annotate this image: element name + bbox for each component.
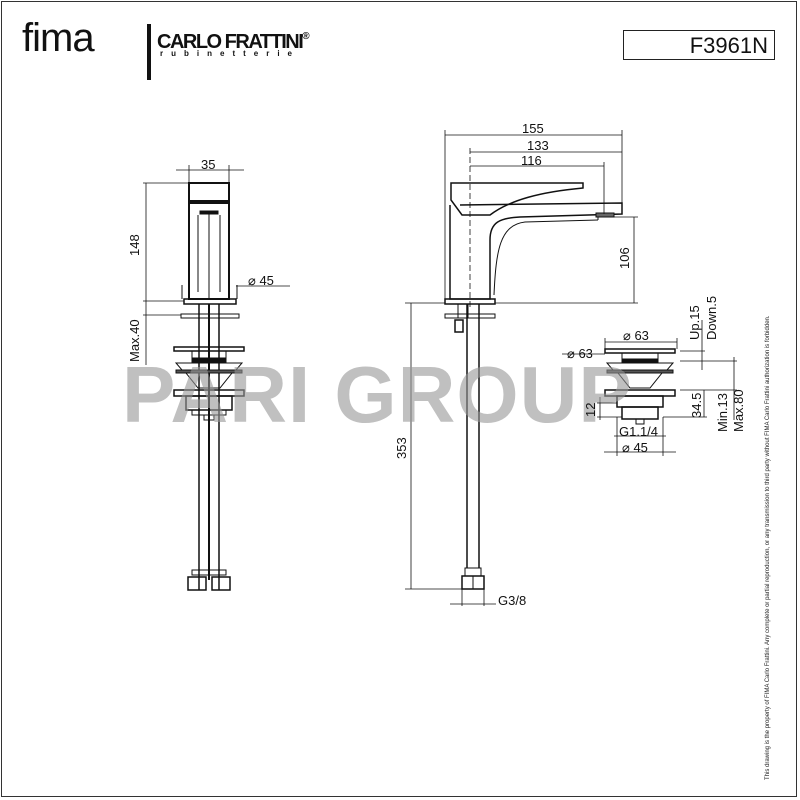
copyright-notice: This drawing is the property of FIMA Car… [765,315,771,780]
brand-logo-carlo-frattini: CARLO FRATTINI® [157,31,310,53]
watermark-text: PARI GROUP [122,350,633,439]
dim-front-base-diameter: ⌀ 45 [248,273,274,288]
dim-waste-top-diameter: ⌀ 63 [623,328,649,343]
dim-hose-connection: G3/8 [498,593,527,608]
waste-detail [604,348,676,425]
brand-name: CARLO FRATTINI [157,31,304,53]
dim-front-width: 35 [201,157,216,172]
dim-spout-height: 106 [617,247,632,269]
front-view-faucet [173,182,245,591]
dim-waste-travel-up: Up.15 [687,305,702,340]
dim-spout-reach: 133 [527,138,549,153]
dim-waste-flange-diameter: ⌀ 63 [567,346,593,361]
dim-waste-thread: G1.1/4 [619,424,659,439]
waste-dimensions [562,320,737,456]
dim-hose-length: 353 [394,437,409,459]
logo-divider [147,24,151,80]
brand-subtitle: rubinetterie [160,49,301,58]
dim-waste-thread-length: 12 [583,402,598,417]
side-view-dimensions [405,130,638,606]
dim-waste-bottom-diameter: ⌀ 45 [622,440,648,455]
product-code-box: F3961N [623,30,775,60]
brand-logo-fima: fima [22,16,95,60]
registered-mark: ® [302,31,309,42]
dim-spout-inner: 116 [521,153,542,168]
dim-front-max-deck: Max.40 [127,319,142,362]
dim-waste-body-height: 34.5 [689,392,704,418]
dim-waste-travel-down: Down.5 [704,295,719,340]
side-view-faucet [444,182,623,590]
dim-waste-range-min: Min.13 [715,392,730,432]
dim-front-height: 148 [127,234,142,256]
dim-overall-length: 155 [522,121,544,136]
dim-waste-range-max: Max.80 [731,389,746,432]
front-view-dimensions [143,165,290,365]
